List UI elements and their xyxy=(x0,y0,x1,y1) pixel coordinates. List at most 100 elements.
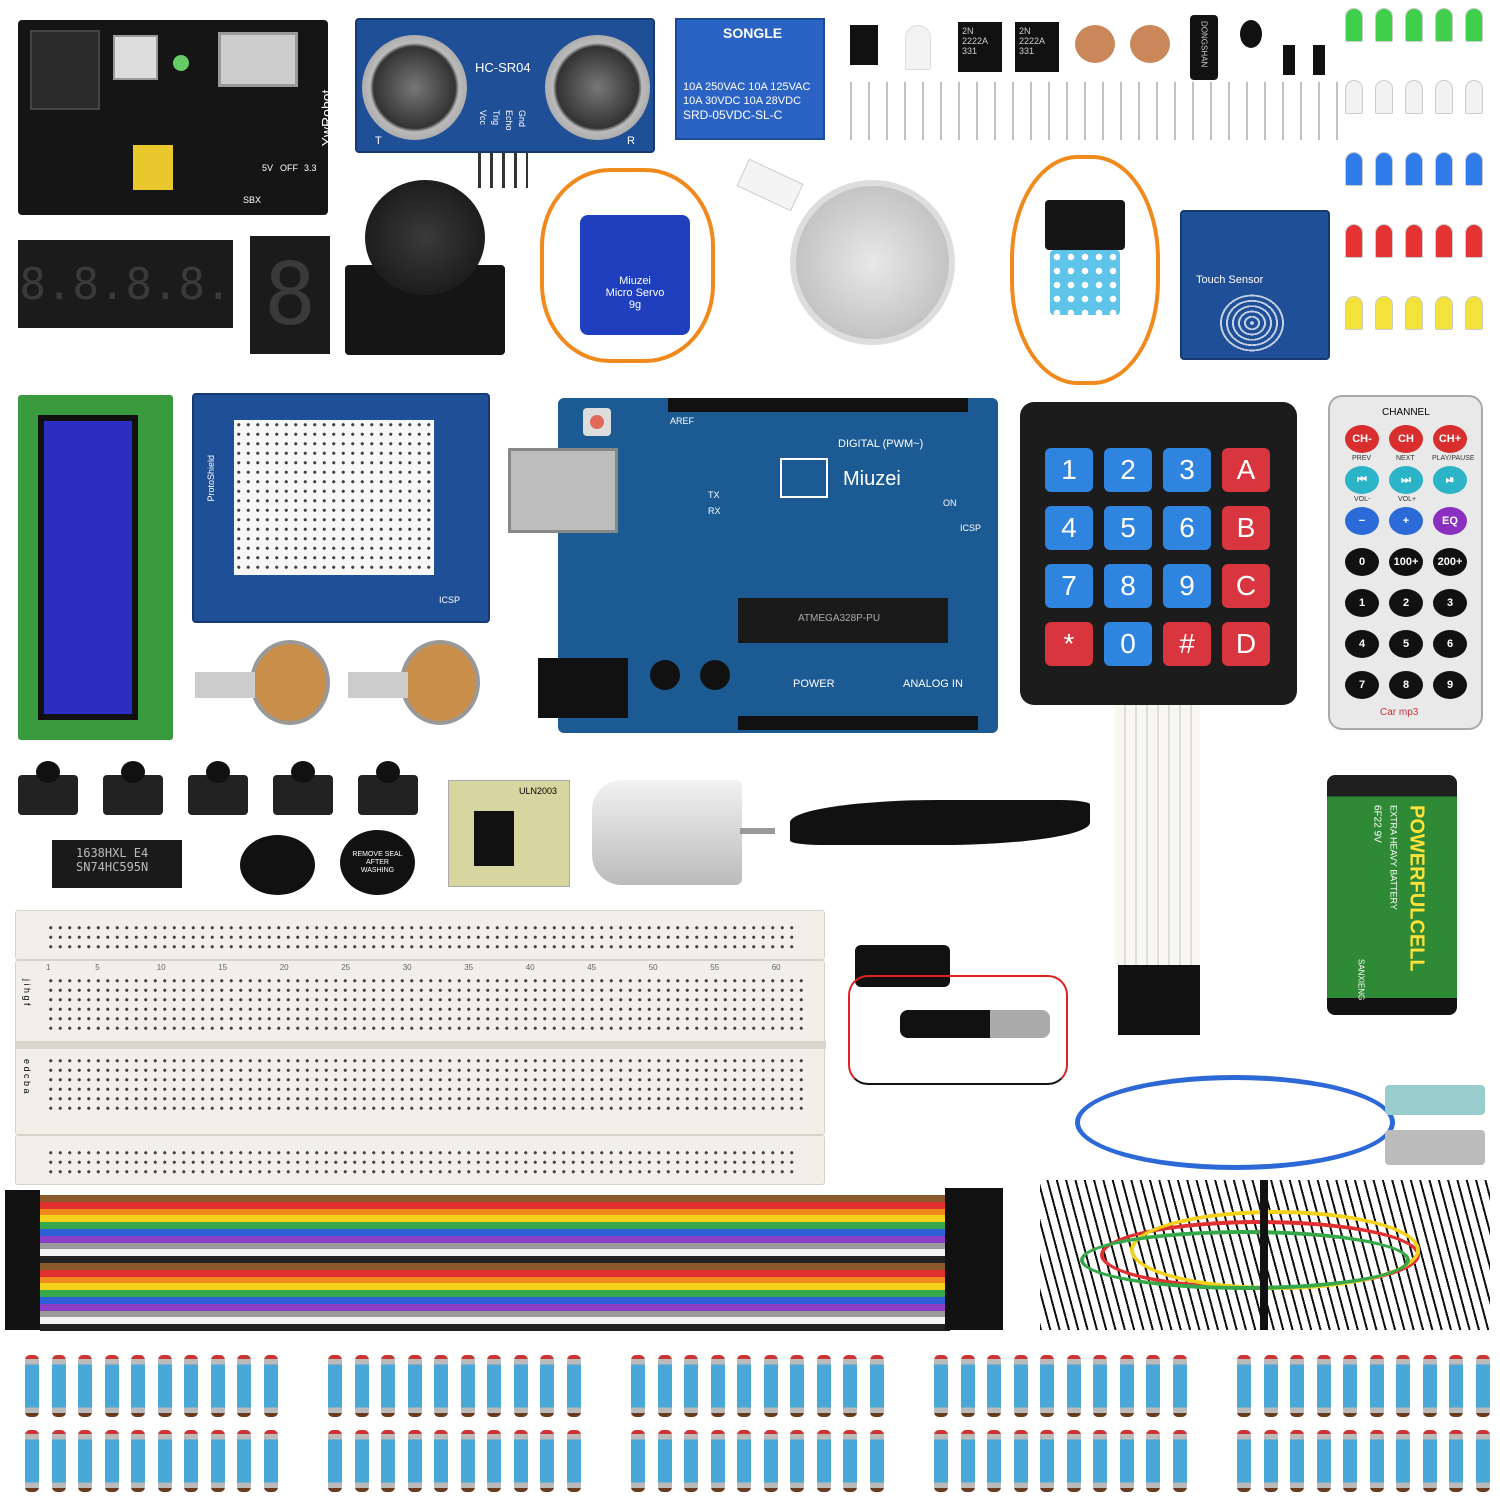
servo-brand: Miuzei xyxy=(619,275,651,287)
micro-servo: Miuzei Micro Servo 9g xyxy=(580,215,690,335)
potentiometer[interactable] xyxy=(400,640,480,725)
upper-holes xyxy=(46,976,806,1031)
lcd-1602 xyxy=(18,395,173,740)
keypad-key[interactable]: 0 xyxy=(1104,622,1152,666)
usb-b-port xyxy=(508,448,618,533)
jumper-wire xyxy=(40,1222,950,1230)
keypad-key[interactable]: A xyxy=(1222,448,1270,492)
remote-button[interactable]: 7 xyxy=(1345,671,1379,699)
usb-b-connector xyxy=(1385,1085,1485,1115)
keypad-key[interactable]: 4 xyxy=(1045,506,1093,550)
remote-button[interactable]: ⏯ xyxy=(1433,466,1467,494)
keypad-key[interactable]: 7 xyxy=(1045,564,1093,608)
resistor xyxy=(1172,1355,1187,1417)
remote-button[interactable]: CH+ xyxy=(1433,425,1467,453)
led xyxy=(1465,152,1483,186)
remote-button[interactable]: 8 xyxy=(1389,671,1423,699)
remote-button[interactable]: 1 xyxy=(1345,589,1379,617)
relay-model: SRD-05VDC-SL-C xyxy=(683,108,783,122)
remote-button[interactable]: CH- xyxy=(1345,425,1379,453)
resistor xyxy=(210,1355,225,1417)
keypad-key[interactable]: # xyxy=(1163,622,1211,666)
remote-button[interactable]: ⏮ xyxy=(1345,466,1379,494)
resistor xyxy=(631,1430,645,1492)
keypad-key[interactable]: 5 xyxy=(1104,506,1152,550)
keypad-key[interactable]: B xyxy=(1222,506,1270,550)
power-led xyxy=(173,55,189,71)
remote-button[interactable]: 6 xyxy=(1433,630,1467,658)
resistor xyxy=(513,1430,528,1492)
push-button[interactable] xyxy=(18,761,78,815)
remote-button[interactable]: CH xyxy=(1389,425,1423,453)
keypad-key[interactable]: 3 xyxy=(1163,448,1211,492)
remote-button[interactable]: − xyxy=(1345,507,1379,535)
push-button[interactable] xyxy=(273,761,333,815)
dc-motor xyxy=(592,780,742,885)
remote-button[interactable]: 5 xyxy=(1389,630,1423,658)
keypad-key[interactable]: 9 xyxy=(1163,564,1211,608)
resistor xyxy=(790,1430,804,1492)
ultrasonic-sensor: HC-SR04 Vcc Trig Echo Gnd T R xyxy=(355,18,655,153)
resistor xyxy=(869,1430,884,1492)
led xyxy=(1375,152,1393,186)
jumper-wire xyxy=(40,1256,950,1264)
remote-button[interactable]: 0 xyxy=(1345,548,1379,576)
remote-button[interactable]: 2 xyxy=(1389,589,1423,617)
driver-label: ULN2003 xyxy=(519,786,558,796)
shift-register-ic: 1638HXL E4 SN74HC595N xyxy=(52,840,182,888)
led-grid xyxy=(1345,8,1495,358)
led xyxy=(1345,80,1363,114)
touch-pad[interactable] xyxy=(1217,292,1287,354)
column-number: 1 xyxy=(46,963,51,972)
keypad-key[interactable]: 1 xyxy=(1045,448,1093,492)
resistor xyxy=(1343,1430,1357,1492)
resistor xyxy=(684,1430,698,1492)
led xyxy=(1345,152,1363,186)
keypad-key[interactable]: 2 xyxy=(1104,448,1152,492)
keypad-key[interactable]: C xyxy=(1222,564,1270,608)
push-button[interactable] xyxy=(103,761,163,815)
keypad-key[interactable]: 6 xyxy=(1163,506,1211,550)
remote-button[interactable]: 9 xyxy=(1433,671,1467,699)
resistor xyxy=(1290,1430,1304,1492)
joystick-knob[interactable] xyxy=(365,180,485,295)
row-labels-bottom: e d c b a xyxy=(22,1059,32,1094)
remote-button[interactable]: EQ xyxy=(1433,507,1467,535)
relay-brand: SONGLE xyxy=(723,25,783,41)
resistor xyxy=(960,1430,975,1492)
resistor xyxy=(78,1430,92,1492)
push-button[interactable] xyxy=(358,761,418,815)
resistor xyxy=(354,1355,369,1417)
photoresistor xyxy=(1130,25,1170,63)
push-button[interactable] xyxy=(188,761,248,815)
usb-port xyxy=(218,32,298,87)
remote-button[interactable]: 200+ xyxy=(1433,548,1467,576)
resistor xyxy=(566,1355,581,1417)
resistor xyxy=(381,1430,395,1492)
resistor xyxy=(381,1355,395,1417)
capacitor xyxy=(650,660,680,690)
resistor xyxy=(763,1430,778,1492)
module-mark: SBX xyxy=(243,195,262,205)
resistor xyxy=(710,1355,725,1417)
resistor xyxy=(407,1430,422,1492)
play-pause-label: PLAY/PAUSE xyxy=(1432,455,1475,462)
resistor xyxy=(51,1355,66,1417)
four-digit-display: 8.8.8.8. xyxy=(18,240,233,328)
jumper-wire xyxy=(40,1290,950,1298)
jumper-wire xyxy=(40,1297,950,1304)
keypad-key[interactable]: 8 xyxy=(1104,564,1152,608)
power-switch[interactable] xyxy=(113,35,158,80)
remote-button[interactable]: ⏭ xyxy=(1389,466,1423,494)
remote-button[interactable]: 3 xyxy=(1433,589,1467,617)
remote-button[interactable]: 4 xyxy=(1345,630,1379,658)
remote-button[interactable]: 100+ xyxy=(1389,548,1423,576)
remote-button[interactable]: + xyxy=(1389,507,1423,535)
keypad-key[interactable]: * xyxy=(1045,622,1093,666)
reset-button[interactable] xyxy=(583,408,611,436)
resistor xyxy=(1066,1430,1081,1492)
led xyxy=(1375,80,1393,114)
potentiometer[interactable] xyxy=(250,640,330,725)
keypad-key[interactable]: D xyxy=(1222,622,1270,666)
jumper-wire xyxy=(40,1263,950,1270)
